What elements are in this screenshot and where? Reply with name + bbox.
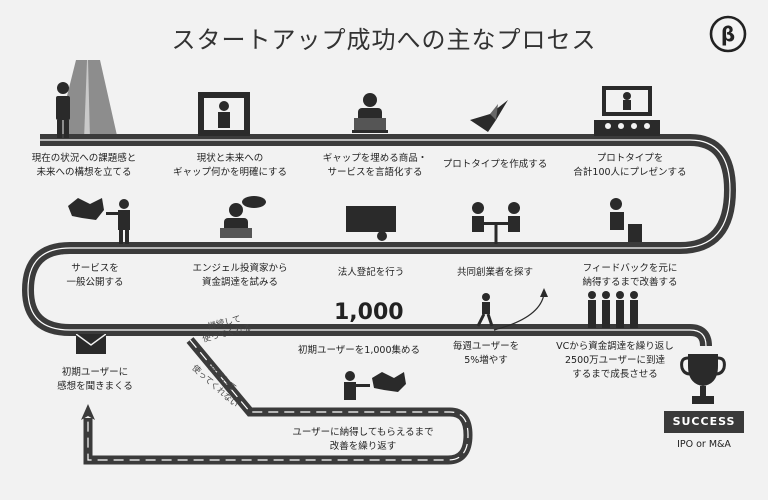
step-label-1: 現在の状況への課題感と 未来への構想を立てる <box>31 153 137 178</box>
step-label-13: 毎週ユーザーを 5%増やす <box>452 341 520 366</box>
person-laptop-icon <box>352 93 388 133</box>
announcement-icon <box>68 198 130 244</box>
screen-person-icon <box>198 92 250 136</box>
paper-crane-icon <box>470 100 508 132</box>
milestone-number: 1,000 <box>334 300 404 325</box>
announcement-2-icon <box>344 371 406 400</box>
person-icon <box>56 82 70 138</box>
success-badge: SUCCESS <box>664 411 744 433</box>
step-label-10: サービスを 一般公開する <box>66 263 124 288</box>
trash-feedback-icon <box>610 198 642 242</box>
step-label-12: 初期ユーザーを1,000集める <box>297 345 420 356</box>
step-label-11: 初期ユーザーに 感想を聞きまくる <box>57 367 133 392</box>
investor-icon <box>220 196 266 238</box>
step-label-4: プロトタイプを作成する <box>442 159 548 170</box>
step-label-2: 現状と未来への ギャップ何かを明確にする <box>172 153 288 178</box>
page-title: スタートアップ成功への主なプロセス <box>171 26 597 54</box>
presentation-icon <box>594 86 660 136</box>
step-label-3: ギャップを埋める商品・ サービスを言語化する <box>322 153 428 178</box>
cofounders-icon <box>472 202 520 244</box>
step-label-14: VCから資金調達を繰り返し 2500万ユーザーに到達 するまで成長させる <box>556 341 674 380</box>
trophy-icon <box>680 354 726 404</box>
walking-person-icon <box>476 293 494 327</box>
registration-icon <box>346 206 396 241</box>
step-label-15: ユーザーに納得してもらえるまで 改善を繰り返す <box>292 427 434 452</box>
step-label-8: 法人登記を行う <box>337 267 405 278</box>
step-label-5: プロトタイプを 合計100人にプレゼンする <box>573 153 687 178</box>
group-icon <box>588 291 638 328</box>
step-label-9: エンジェル投資家から 資金調達を試みる <box>192 263 288 288</box>
svg-text:β: β <box>721 22 735 46</box>
step-label-7: 共同創業者を探す <box>456 267 533 278</box>
step-label-6: フィードバックを元に 納得するまで改善する <box>582 263 678 288</box>
brand-logo-icon: β <box>709 15 747 53</box>
mail-icon <box>76 334 106 354</box>
exit-label: IPO or M&A <box>677 439 731 450</box>
